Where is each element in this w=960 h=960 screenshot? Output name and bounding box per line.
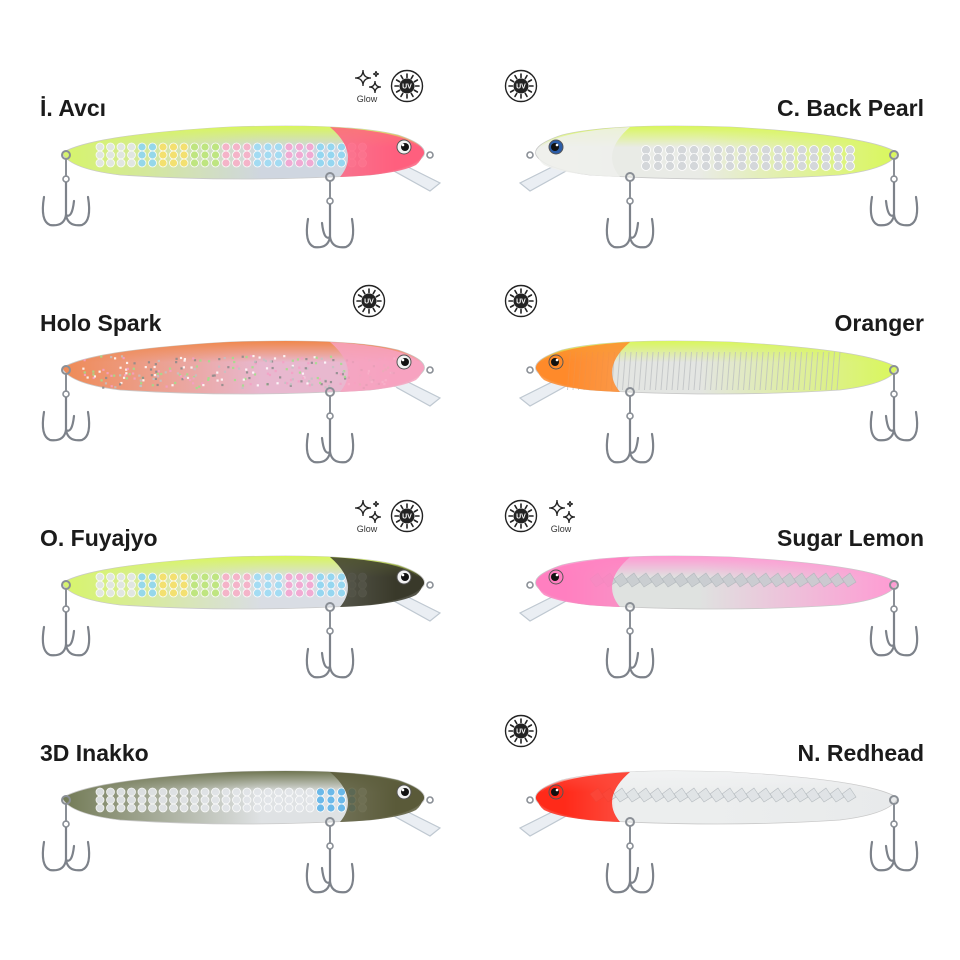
lure-eye — [397, 355, 411, 369]
lure-eye — [549, 570, 563, 584]
lure-image — [480, 310, 960, 530]
glow-sparkle-icon — [352, 499, 382, 525]
treble-hook — [607, 173, 653, 247]
lure-card-inakko: 3D Inakko — [0, 740, 480, 960]
uv-icon-text: UV — [402, 84, 412, 91]
lure-image — [480, 525, 960, 745]
treble-hook — [607, 818, 653, 892]
lure-eye — [549, 355, 563, 369]
lure-eye — [549, 785, 563, 799]
glow-sparkle-icon — [352, 69, 382, 95]
lure-card-avci: İ. AvcıGlowUV — [0, 95, 480, 315]
lure-eye — [397, 140, 411, 154]
lure-eye — [549, 140, 563, 154]
treble-hook — [607, 603, 653, 677]
lure-image — [0, 525, 480, 745]
treble-hook — [307, 173, 353, 247]
lure-image — [0, 95, 480, 315]
treble-hook — [307, 603, 353, 677]
treble-hook — [307, 388, 353, 462]
lure-image — [0, 740, 480, 960]
uv-icon-text: UV — [516, 299, 526, 306]
uv-icon-text: UV — [516, 514, 526, 521]
uv-icon-text: UV — [516, 729, 526, 736]
lure-image — [0, 310, 480, 530]
lure-card-sugar-lemon: Sugar LemonUVGlow — [480, 525, 960, 745]
lure-card-oranger: OrangerUV — [480, 310, 960, 530]
lure-card-fuyajyo: O. FuyajyoGlowUV — [0, 525, 480, 745]
lure-eye — [397, 570, 411, 584]
lure-card-redhead: N. RedheadUV — [480, 740, 960, 960]
uv-icon-text: UV — [402, 514, 412, 521]
uv-icon-text: UV — [364, 299, 374, 306]
treble-hook — [307, 818, 353, 892]
treble-hook — [607, 388, 653, 462]
lure-card-holo-spark: Holo SparkUV — [0, 310, 480, 530]
lure-image — [480, 95, 960, 315]
uv-icon-text: UV — [516, 84, 526, 91]
lure-image — [480, 740, 960, 960]
lure-card-back-pearl: C. Back PearlUV — [480, 95, 960, 315]
glow-sparkle-icon — [546, 499, 576, 525]
lure-eye — [397, 785, 411, 799]
